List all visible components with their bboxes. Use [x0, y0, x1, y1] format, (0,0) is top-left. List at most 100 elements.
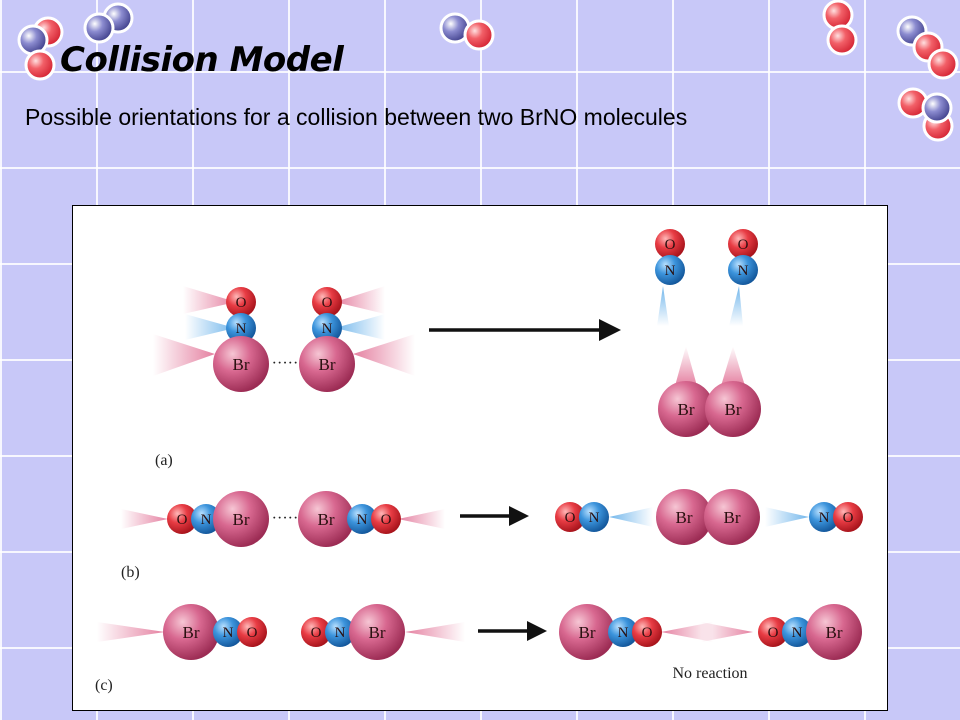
- atom-label-br: Br: [724, 508, 741, 527]
- atom-label-n: N: [357, 512, 368, 528]
- panel-b: O N Br ····· Br N O O N Br Br: [121, 489, 863, 581]
- motion-trail: [609, 507, 653, 527]
- bromine-atom: [163, 604, 219, 660]
- deco-molecule-right-2: [897, 87, 954, 142]
- motion-trail: [657, 286, 669, 326]
- oxygen-atom: [371, 504, 401, 534]
- atom-label-n: N: [792, 625, 803, 641]
- atom-label-o: O: [642, 625, 653, 641]
- nitrogen-atom: [347, 504, 377, 534]
- atom-label-o: O: [843, 510, 854, 526]
- oxygen-atom: [758, 617, 788, 647]
- nitrogen-atom: [226, 313, 256, 343]
- atom-label-br: Br: [676, 508, 693, 527]
- oxygen-atom: [301, 617, 331, 647]
- atom-label-br: Br: [233, 355, 250, 374]
- panel-label-b: (b): [121, 564, 140, 581]
- atom-label-n: N: [236, 321, 247, 337]
- atom-label-o: O: [247, 625, 258, 641]
- atom-label-o: O: [738, 237, 749, 253]
- bromine-atom: [349, 604, 405, 660]
- motion-trail: [765, 507, 809, 527]
- reaction-arrow: [429, 319, 621, 341]
- nitrogen-atom: [655, 255, 685, 285]
- decorative-molecules: [17, 0, 959, 142]
- oxygen-atom: [555, 502, 585, 532]
- motion-trail: [153, 334, 215, 376]
- nitrogen-atom: [782, 617, 812, 647]
- deco-molecule-top-center: [439, 12, 495, 51]
- deco-molecule-top-right: [822, 0, 858, 56]
- oxygen-atom: [833, 502, 863, 532]
- atom-label-o: O: [236, 295, 247, 311]
- atom-label-br: Br: [369, 623, 386, 642]
- motion-trail: [398, 509, 445, 529]
- atom-label-br: Br: [319, 355, 336, 374]
- nitrogen-atom: [608, 617, 638, 647]
- bromine-atom: [298, 491, 354, 547]
- nitrogen-atom: [809, 502, 839, 532]
- deco-molecule-top-left: [17, 16, 64, 81]
- oxygen-atom: [226, 287, 256, 317]
- atom-label-br: Br: [678, 400, 695, 419]
- atom-label-o: O: [177, 512, 188, 528]
- slide-subtitle: Possible orientations for a collision be…: [25, 104, 688, 130]
- no-reaction-note: No reaction: [672, 665, 747, 682]
- nitrogen-atom: [579, 502, 609, 532]
- motion-trail: [353, 334, 415, 376]
- deco-molecule-top-left-2: [83, 2, 134, 44]
- atom-label-n: N: [223, 625, 234, 641]
- motion-trail: [661, 622, 713, 642]
- reaction-arrow: [460, 506, 529, 526]
- oxygen-atom: [312, 287, 342, 317]
- panel-c: Br N O O N Br Br N O O N: [95, 604, 862, 694]
- bromine-atom: [213, 336, 269, 392]
- atom-label-o: O: [665, 237, 676, 253]
- nitrogen-atom: [325, 617, 355, 647]
- atom-label-n: N: [738, 263, 749, 279]
- atom-label-br: Br: [318, 510, 335, 529]
- bromine-atom: [559, 604, 615, 660]
- atom-label-o: O: [381, 512, 392, 528]
- motion-trail: [701, 622, 753, 642]
- atom-label-br: Br: [725, 400, 742, 419]
- bromine-atom: [705, 381, 761, 437]
- collision-figure: O N Br ····· O N Br O N: [72, 205, 888, 711]
- bromine-atom: [299, 336, 355, 392]
- motion-trail: [97, 622, 165, 642]
- atom-label-n: N: [201, 512, 212, 528]
- atom-label-o: O: [322, 295, 333, 311]
- reaction-arrow: [478, 621, 547, 641]
- atom-label-n: N: [618, 625, 629, 641]
- oxygen-atom: [655, 229, 685, 259]
- dotted-approach: ·····: [272, 355, 299, 372]
- atom-label-n: N: [322, 321, 333, 337]
- oxygen-atom: [167, 504, 197, 534]
- bromine-atom: [656, 489, 712, 545]
- atom-label-n: N: [589, 510, 600, 526]
- atom-label-br: Br: [233, 510, 250, 529]
- bromine-atom: [806, 604, 862, 660]
- motion-trail: [335, 286, 385, 314]
- dotted-approach: ·····: [272, 510, 299, 527]
- atom-label-br: Br: [183, 623, 200, 642]
- deco-molecule-right-1: [896, 15, 959, 80]
- bromine-atom: [704, 489, 760, 545]
- atom-label-n: N: [335, 625, 346, 641]
- atom-label-br: Br: [579, 623, 596, 642]
- atom-label-br: Br: [826, 623, 843, 642]
- atom-label-n: N: [819, 510, 830, 526]
- bromine-atom: [213, 491, 269, 547]
- atom-label-n: N: [665, 263, 676, 279]
- slide-title: Collision Model: [60, 40, 344, 80]
- motion-trail: [121, 509, 168, 529]
- motion-trail: [675, 346, 697, 386]
- motion-trail: [335, 314, 385, 340]
- oxygen-atom: [632, 617, 662, 647]
- oxygen-atom: [728, 229, 758, 259]
- motion-trail: [183, 286, 236, 314]
- nitrogen-atom: [213, 617, 243, 647]
- panel-label-c: (c): [95, 677, 113, 694]
- motion-trail: [729, 286, 743, 326]
- atom-label-o: O: [565, 510, 576, 526]
